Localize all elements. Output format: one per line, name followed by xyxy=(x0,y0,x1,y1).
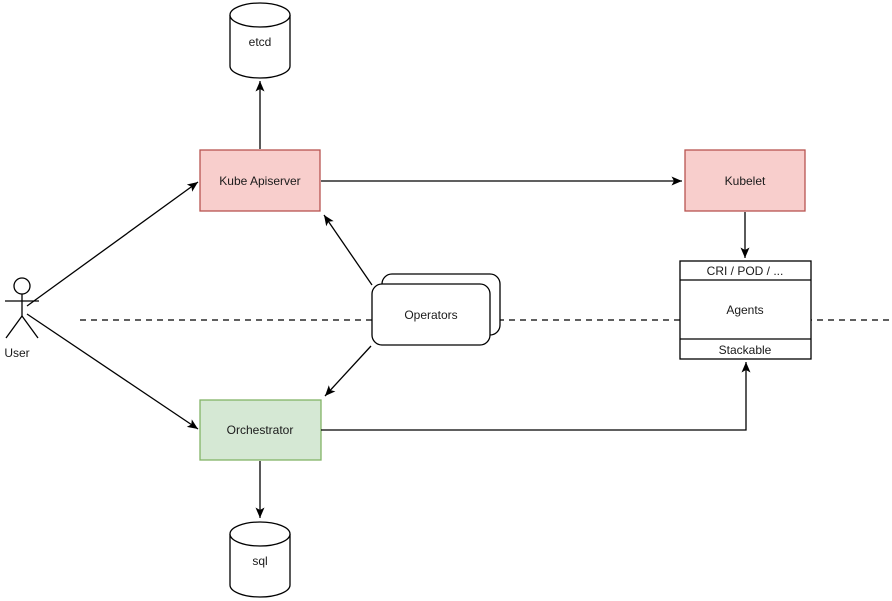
node-orchestrator: Orchestrator xyxy=(199,399,322,461)
agents-label: Agents xyxy=(726,303,763,317)
node-agents-stack: CRI / POD / ... Agents Stackable xyxy=(679,260,812,360)
kubelet-box xyxy=(684,149,806,212)
orchestrator-label: Orchestrator xyxy=(227,423,294,437)
user-label: User xyxy=(4,346,29,360)
sql-cylinder-top xyxy=(229,521,291,547)
orchestrator-box xyxy=(199,399,322,461)
edge-user-to-kube-apiserver xyxy=(26,181,199,307)
node-user-actor: User xyxy=(4,277,39,360)
edge-user-to-orchestrator xyxy=(26,313,199,430)
cri-pod-label: CRI / POD / ... xyxy=(707,264,784,278)
node-operators: Operators xyxy=(371,273,501,346)
agents-stack-box xyxy=(679,260,812,360)
sql-label: sql xyxy=(252,554,267,568)
edge-operators-to-kube-apiserver xyxy=(323,214,373,286)
node-kubelet: Kubelet xyxy=(684,149,806,212)
actor-left-leg xyxy=(5,315,23,339)
operators-front-card xyxy=(371,283,491,346)
stackable-label: Stackable xyxy=(719,343,772,357)
edge-operators-to-orchestrator xyxy=(324,345,372,397)
edge-orchestrator-to-stackable xyxy=(321,362,751,431)
actor-right-leg xyxy=(21,315,39,339)
etcd-label: etcd xyxy=(249,35,272,49)
node-etcd-database-cylinder: etcd xyxy=(229,2,291,79)
actor-head xyxy=(13,277,31,295)
kubelet-label: Kubelet xyxy=(725,174,766,188)
kube-apiserver-box xyxy=(199,149,321,212)
node-kube-apiserver: Kube Apiserver xyxy=(199,149,321,212)
node-sql-database-cylinder: sql xyxy=(229,521,291,598)
etcd-cylinder-body xyxy=(229,15,291,79)
kube-apiserver-label: Kube Apiserver xyxy=(219,174,300,188)
operators-label: Operators xyxy=(404,308,457,322)
sql-cylinder-body xyxy=(229,534,291,598)
etcd-cylinder-top xyxy=(229,2,291,28)
